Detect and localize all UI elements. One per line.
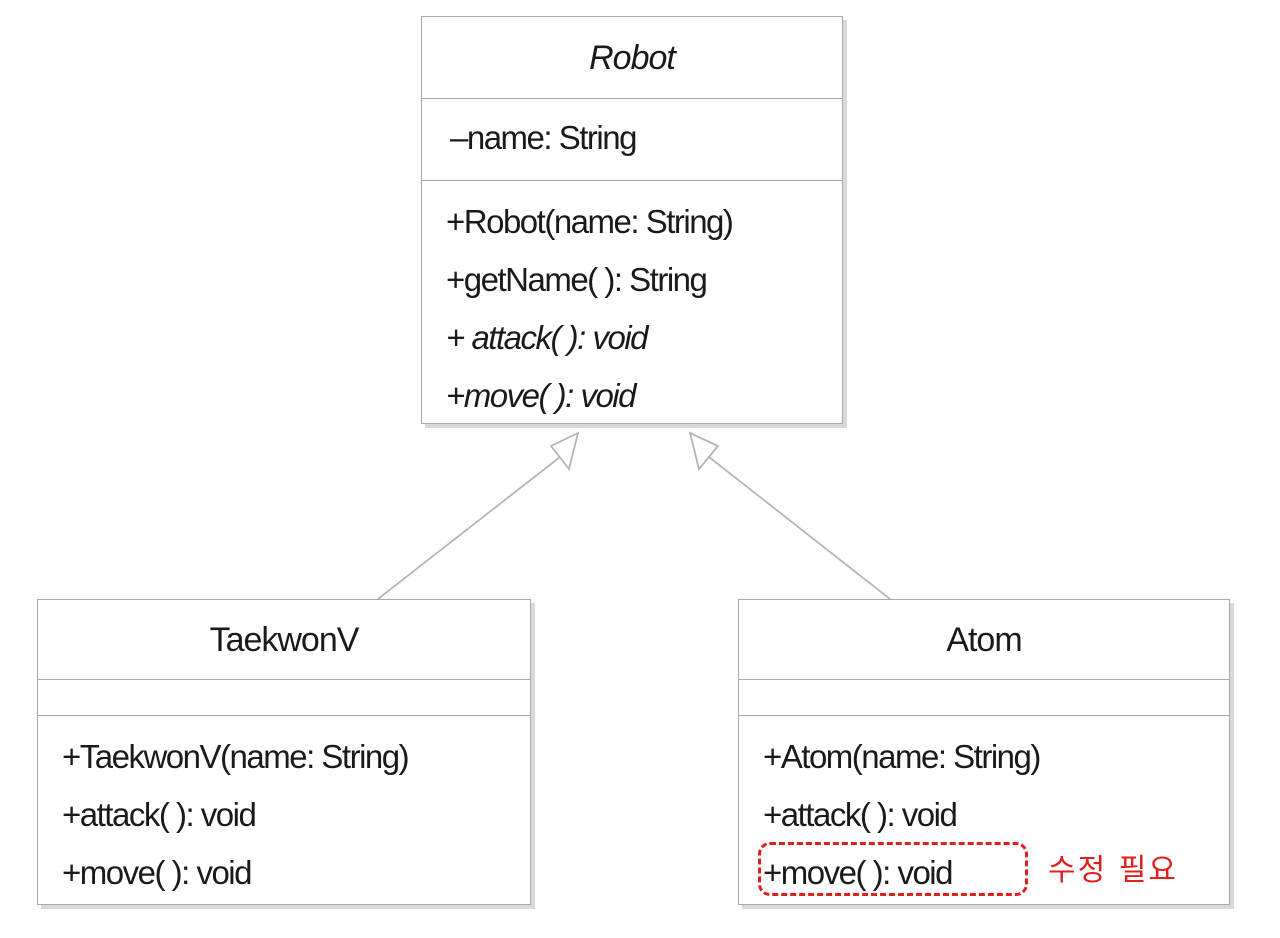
robot-attributes: –name: String: [422, 99, 842, 181]
robot-operations: +Robot(name: String) +getName( ): String…: [422, 181, 842, 425]
atom-class: Atom +Atom(name: String) +attack( ): voi…: [738, 599, 1230, 905]
taekwonv-attributes: [38, 680, 530, 716]
robot-op-attack: + attack( ): void: [446, 319, 649, 356]
atom-class-name: Atom: [739, 600, 1229, 680]
atom-op-attack: +attack( ): void: [763, 796, 958, 833]
robot-class: Robot –name: String +Robot(name: String)…: [421, 16, 843, 424]
taekwonv-class-name: TaekwonV: [38, 600, 530, 680]
atom-generalization-arrowhead: [688, 431, 720, 471]
taekwonv-op-move: +move( ): void: [62, 854, 253, 891]
modification-needed-note: 수정 필요: [1048, 853, 1178, 888]
taekwonv-op-constructor: +TaekwonV(name: String): [62, 738, 410, 775]
atom-op-constructor: +Atom(name: String): [763, 738, 1041, 775]
taekwonv-generalization-arrowhead: [549, 431, 580, 472]
robot-op-move: +move( ): void: [446, 377, 637, 414]
taekwonv-operations: +TaekwonV(name: String) +attack( ): void…: [38, 716, 530, 902]
atom-generalization-line: [708, 456, 891, 600]
atom-operations: +Atom(name: String) +attack( ): void +mo…: [739, 716, 1229, 902]
taekwonv-generalization-line: [377, 456, 561, 600]
taekwonv-op-attack: +attack( ): void: [62, 796, 257, 833]
atom-attributes: [739, 680, 1229, 716]
atom-op-move: +move( ): void: [763, 854, 954, 891]
robot-attribute-name: –name: String: [450, 119, 637, 156]
robot-op-constructor: +Robot(name: String): [446, 203, 734, 240]
atom-move-highlight-box: [758, 842, 1028, 896]
robot-op-getname: +getName( ): String: [446, 261, 708, 298]
taekwonv-class: TaekwonV +TaekwonV(name: String) +attack…: [37, 599, 531, 905]
robot-class-name: Robot: [422, 17, 842, 99]
